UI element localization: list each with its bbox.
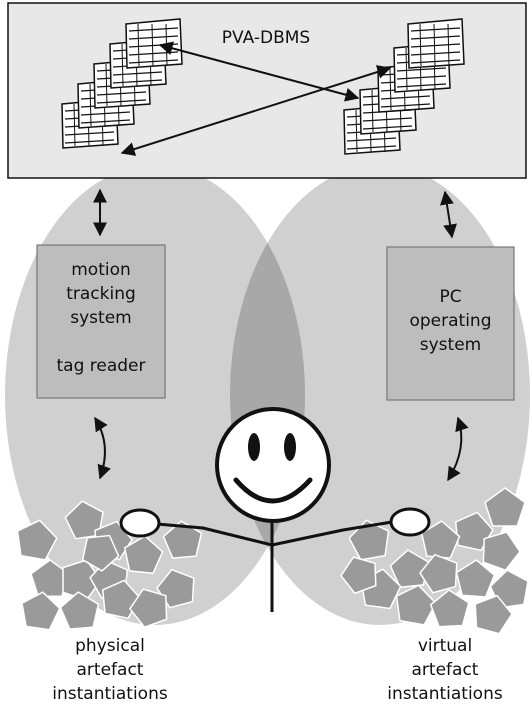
database-title: PVA-DBMS — [221, 28, 311, 48]
motion-tracking-box — [36, 244, 166, 399]
artefact-pentagon — [419, 553, 458, 594]
artefact-pentagon — [81, 534, 120, 572]
artefact-pentagon — [395, 584, 437, 626]
virtual-caption-line-3: instantiations — [387, 684, 503, 704]
arrow-db-right-box — [440, 190, 457, 239]
arrow-right-box-artefacts — [447, 416, 469, 482]
motion-tracking-label: motion tracking system tag reader — [37, 258, 165, 378]
physical-artefacts — [16, 500, 203, 631]
physical-caption: physical artefact instantiations — [25, 634, 195, 706]
motion-tracking-line-5: tag reader — [56, 356, 146, 376]
artefact-pentagon — [64, 500, 104, 540]
physical-caption-line-3: instantiations — [52, 684, 168, 704]
smiley-face — [215, 407, 331, 523]
artefact-pentagon — [123, 535, 164, 575]
smiley-mouth — [233, 477, 313, 504]
artefact-pentagon — [484, 487, 526, 527]
physical-caption-line-1: physical — [75, 636, 145, 656]
artefact-pentagon — [482, 531, 521, 572]
artefact-pentagon — [162, 520, 203, 559]
motion-tracking-line-2: tracking — [66, 284, 136, 304]
artefact-pentagon — [429, 589, 470, 628]
virtual-artefacts — [340, 487, 529, 635]
motion-tracking-line-4 — [37, 330, 165, 354]
virtual-caption: virtual artefact instantiations — [360, 634, 530, 706]
artefact-pentagon — [59, 591, 100, 630]
figure-hand-left — [119, 508, 161, 538]
figure-arm-left — [156, 522, 273, 547]
pc-operating-box — [386, 246, 515, 401]
pc-operating-line-2: operating — [409, 311, 492, 331]
user-figure — [119, 407, 431, 612]
pc-operating-label: PC operating system — [387, 285, 514, 357]
db-link-arrow-2 — [120, 65, 392, 156]
pc-operating-line-1: PC — [439, 287, 462, 307]
figure-arm-right — [271, 520, 393, 547]
motion-tracking-line-3: system — [70, 308, 132, 328]
document-sheet — [407, 18, 465, 69]
artefact-pentagon — [455, 559, 496, 598]
virtual-caption-line-1: virtual — [417, 636, 473, 656]
figure-hand-right — [389, 507, 431, 537]
artefact-pentagon — [16, 519, 58, 561]
arrow-left-box-artefacts — [94, 416, 111, 480]
motion-tracking-line-1: motion — [71, 260, 131, 280]
smiley-eye-left — [248, 433, 260, 461]
smiley-eye-right — [284, 433, 296, 461]
virtual-caption-line-2: artefact — [411, 660, 479, 680]
physical-caption-line-2: artefact — [76, 660, 144, 680]
artefact-pentagon — [348, 519, 390, 561]
artefact-pentagon — [21, 591, 61, 631]
artefact-pentagon — [474, 594, 513, 635]
pc-operating-line-3: system — [419, 335, 482, 355]
artefact-pentagon — [389, 549, 430, 589]
artefact-pentagon — [340, 556, 377, 595]
artefact-pentagon — [129, 588, 168, 629]
